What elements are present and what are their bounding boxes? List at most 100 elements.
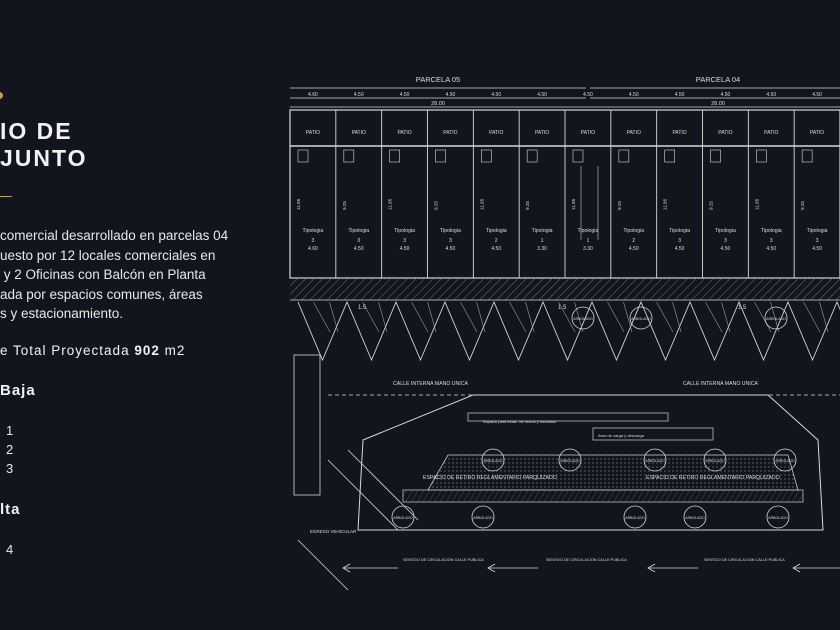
parking-stall-line xyxy=(460,301,478,333)
module-width: 4.50 xyxy=(675,92,685,98)
tipologia-label: Tipologia xyxy=(394,228,415,234)
tree-circle xyxy=(764,306,788,330)
parking-stall-line xyxy=(607,301,625,333)
trees: ARBOLADO ARBOLADO ARBOLADO ARBOLADO ARBOLADO… xyxy=(391,306,797,529)
parking-number: 1.5 xyxy=(558,305,567,311)
parking-stall-line xyxy=(705,301,723,333)
retiro-label-b: ESPACIO DE RETIRO REGLAMENTARIO PARQUIZA… xyxy=(646,475,780,481)
parking-stall-line xyxy=(476,301,486,333)
arbolado-label: ARBOLADO xyxy=(775,459,795,463)
module-width: 4.50 xyxy=(354,92,364,98)
level-low-item: 2 xyxy=(6,442,14,457)
arbolado-label: ARBOLADO xyxy=(685,516,705,520)
wc-fixture xyxy=(801,149,813,163)
unit-depth: 11.95 xyxy=(571,198,576,210)
tree-circle xyxy=(571,306,595,330)
unit-depth: 9.25 xyxy=(434,201,439,210)
wc-fixture xyxy=(664,149,675,163)
parking-stall-line xyxy=(313,301,331,333)
parking-stall-line xyxy=(656,301,674,333)
tipologia-width: 4.50 xyxy=(491,246,501,252)
parking-stall-line xyxy=(623,301,633,333)
parcel-b-width: 28.00 xyxy=(711,101,725,107)
tipologia-width: 4.60 xyxy=(308,246,318,252)
parking-stall-line xyxy=(672,301,682,333)
arbolado-label: ARBOLADO xyxy=(766,317,786,321)
module-width: 4.50 xyxy=(721,92,731,98)
parking-number: 1.5 xyxy=(738,305,747,311)
unit-depth: 11.95 xyxy=(663,198,668,210)
tree-circle xyxy=(629,306,653,330)
parking-stall-line xyxy=(558,301,576,333)
parking-stall-line xyxy=(509,301,527,333)
sentido-label-2: SENTIDO DE CIRCULACION CALLE PUBLICA xyxy=(546,558,627,562)
parking-stall-line xyxy=(378,301,388,333)
unit-depth: 9.25 xyxy=(617,201,622,210)
patio-label: PATIO xyxy=(397,130,411,136)
tree-circle xyxy=(766,505,790,529)
patio-label: PATIO xyxy=(581,130,595,136)
sentido-label-3: SENTIDO DE CIRCULACION CALLE PUBLICA xyxy=(704,558,785,562)
parking-stall-line xyxy=(770,301,780,333)
patio-label: PATIO xyxy=(535,130,549,136)
parking-stall-line xyxy=(427,301,437,333)
tipologia-value: 3 xyxy=(403,238,406,244)
motos-label: Espacio para estac. de motos y bicicleta… xyxy=(483,419,556,424)
parcel-a-width: 28.00 xyxy=(431,101,445,107)
wc-fixture xyxy=(618,149,630,163)
patio-label: PATIO xyxy=(672,130,686,136)
tipologia-width: 4.50 xyxy=(400,246,410,252)
tree-circle xyxy=(683,505,707,529)
wc-fixture xyxy=(572,149,584,163)
wc-fixture xyxy=(435,149,446,163)
arbolado-label: ARBOLADO xyxy=(768,516,788,520)
tipologia-value: 3 xyxy=(724,238,727,244)
patio-label: PATIO xyxy=(306,130,320,136)
tipologia-width: 4.50 xyxy=(812,246,822,252)
tipologia-value: 1 xyxy=(541,238,544,244)
parking-stall-line xyxy=(574,301,584,333)
unit-depth: 11.95 xyxy=(388,198,393,210)
description-line: ada por espacios comunes, áreas xyxy=(0,286,203,302)
parcel-b-label: PARCELA 04 xyxy=(696,75,740,84)
level-low-heading: Baja xyxy=(0,382,36,399)
level-low-item: 3 xyxy=(6,461,14,476)
tipologia-width: 3.30 xyxy=(583,246,593,252)
parking-stall-line xyxy=(362,301,380,333)
tipologia-label: Tipologia xyxy=(532,228,553,234)
arbolado-label: ARBOLADO xyxy=(483,459,503,463)
parking-zigzag xyxy=(297,300,840,362)
site-plan-drawing: 4.60PATIO11.95Tipologia34.604.50PATIO9.2… xyxy=(289,75,840,590)
tree-circle xyxy=(643,448,667,472)
module-width: 4.60 xyxy=(308,92,318,98)
parking-stall-line xyxy=(819,301,829,333)
module-width: 4.50 xyxy=(583,92,593,98)
tree-circle xyxy=(558,448,582,472)
surface-unit: m2 xyxy=(164,343,186,358)
description-line: y 2 Oficinas con Balcón en Planta xyxy=(0,267,206,282)
tipologia-label: Tipologia xyxy=(715,228,736,234)
tipologia-label: Tipologia xyxy=(761,228,782,234)
arbolado-label: ARBOLADO xyxy=(393,516,413,520)
tree-circle xyxy=(481,448,505,472)
patio-label: PATIO xyxy=(810,130,824,136)
arbolado-label: ARBOLADO xyxy=(645,459,665,463)
tree-circle xyxy=(773,448,797,472)
description-line: comercial desarrollado en parcelas 04 xyxy=(0,228,229,243)
tree-circle xyxy=(471,505,495,529)
parcel-a-label: PARCELA 05 xyxy=(416,75,460,84)
tipologia-value: 3 xyxy=(816,238,819,244)
wc-fixture xyxy=(343,149,355,163)
arbolado-label: ARBOLADO xyxy=(560,459,580,463)
parking-stall-line xyxy=(525,301,535,333)
unit-depth: 9.25 xyxy=(800,201,805,210)
tipologia-value: 3 xyxy=(678,238,681,244)
patio-label: PATIO xyxy=(489,130,503,136)
module-width: 4.50 xyxy=(629,92,639,98)
title-line-2: JUNTO xyxy=(0,145,88,171)
tipologia-label: Tipologia xyxy=(669,228,690,234)
patio-label: PATIO xyxy=(627,130,641,136)
tipologia-width: 3.30 xyxy=(537,246,547,252)
carga-label: Area de carga y descarga xyxy=(598,433,645,438)
